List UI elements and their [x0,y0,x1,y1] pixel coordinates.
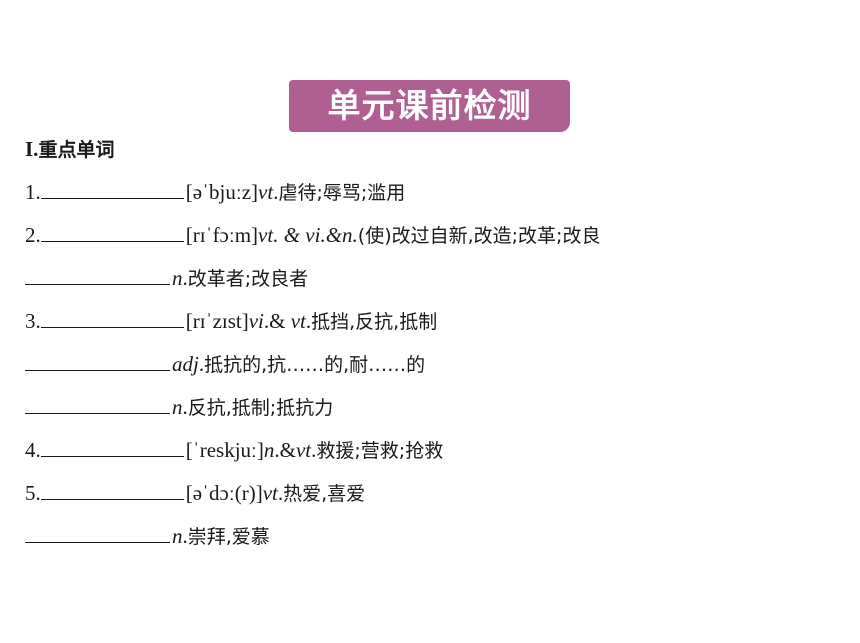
part-of-speech: n [172,524,183,548]
meaning: (使)改过自新,改造;改革;改良 [357,225,601,247]
part-of-speech: n [172,395,183,419]
part-of-speech: vi [248,309,264,333]
answer-blank[interactable] [25,264,170,285]
item-number: 5. [25,481,41,505]
vocab-item-3: 3. [rɪˈzɪst]vi.& vt.抵挡,反抗,抵制 [25,307,437,336]
meaning: 崇拜,爱慕 [187,526,270,548]
phonetic: [əˈdɔː(r)] [185,481,263,505]
answer-blank[interactable] [25,522,170,543]
part-of-speech: n [172,266,183,290]
pos-separator: . [277,481,284,505]
vocab-item-3-noun: n.反抗,抵制;抵抗力 [25,393,333,422]
answer-blank[interactable] [40,307,184,328]
answer-blank[interactable] [40,479,184,500]
pos-separator: . [198,352,205,376]
vocab-item-1: 1. [əˈbjuːz]vt.虐待;辱骂;滥用 [25,178,405,207]
item-number: 4. [25,438,41,462]
meaning: 抵抗的,抗……的,耐……的 [204,354,426,376]
answer-blank[interactable] [40,436,184,457]
meaning: 虐待;辱骂;滥用 [278,182,406,204]
vocab-item-3-adj: adj.抵抗的,抗……的,耐……的 [25,350,425,379]
vocab-item-2-derived: n.改革者;改良者 [25,264,308,293]
section-title: I.重点单词 [25,136,114,163]
vocab-item-2: 2. [rɪˈfɔːm]vt. & vi.&n.(使)改过自新,改造;改革;改良 [25,221,600,250]
answer-blank[interactable] [40,178,184,199]
item-number: 2. [25,223,41,247]
vocab-item-5: 5. [əˈdɔː(r)]vt.热爱,喜爱 [25,479,365,508]
part-of-speech: vt. & vi.&n. [258,223,358,247]
phonetic: [rɪˈzɪst] [185,309,249,333]
section-heading: 重点单词 [38,139,115,161]
pos-separator-2: . [311,438,317,462]
pos-separator: . [182,266,188,290]
meaning: 改革者;改良者 [187,268,309,290]
item-number: 3. [25,309,41,333]
meaning: 抵挡,反抗,抵制 [311,311,438,333]
part-of-speech: vt [262,481,278,505]
answer-blank[interactable] [25,350,170,371]
item-number: 1. [25,180,41,204]
unit-pretest-banner: 单元课前检测 [289,80,570,132]
pos-separator: . [182,395,188,419]
section-number: I. [25,137,39,161]
vocab-item-5-noun: n.崇拜,爱慕 [25,522,270,551]
pos-separator: . [182,524,188,548]
phonetic: [əˈbjuːz] [185,180,259,204]
answer-blank[interactable] [25,393,170,414]
meaning: 热爱,喜爱 [283,483,366,505]
part-of-speech: adj [172,352,199,376]
pos-separator: . [273,180,279,204]
phonetic: [ˈreskjuː] [185,438,264,462]
pos-separator: .& [274,438,296,462]
meaning: 反抗,抵制;抵抗力 [187,397,334,419]
pos-separator: .& [263,309,291,333]
part-of-speech: n [263,438,275,462]
part-of-speech: vt [258,180,274,204]
meaning: 救援;营救;抢救 [316,440,444,462]
part-of-speech-2: vt [290,309,306,333]
pos-separator-2: . [305,309,312,333]
phonetic: [rɪˈfɔːm] [185,223,259,247]
vocab-item-4: 4. [ˈreskjuː]n.&vt.救援;营救;抢救 [25,436,443,465]
part-of-speech-2: vt [295,438,312,462]
answer-blank[interactable] [40,221,184,242]
